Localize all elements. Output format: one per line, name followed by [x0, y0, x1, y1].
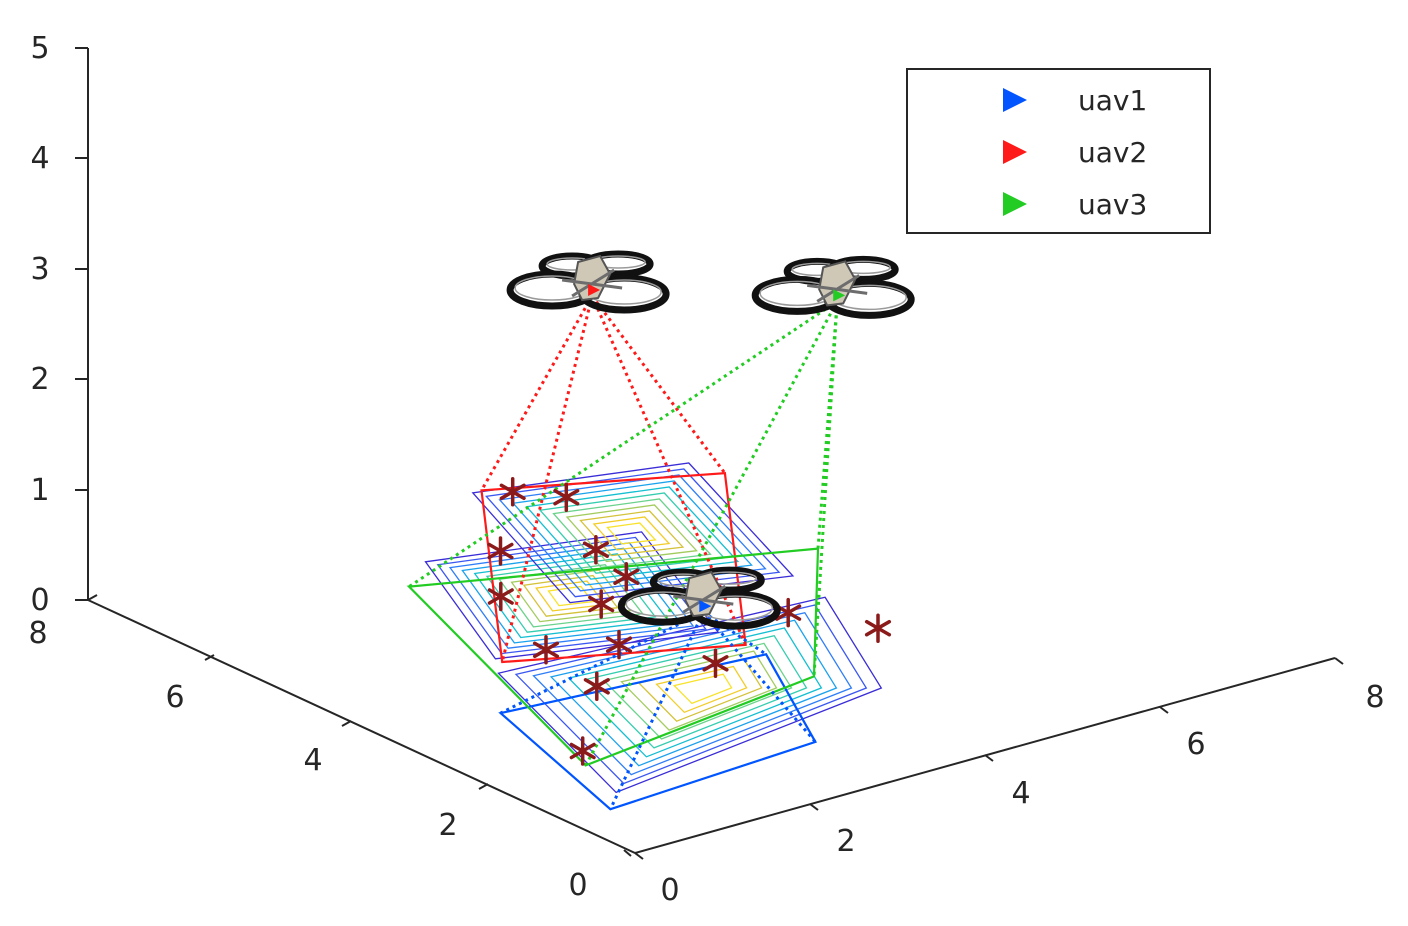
- z-tick-label: 2: [30, 362, 49, 397]
- x-tick-label: 2: [836, 824, 855, 859]
- coverage-contours: [424, 462, 883, 794]
- legend: uav1 uav2 uav3: [906, 68, 1211, 234]
- contour-ring: [655, 665, 748, 714]
- target-asterisk: [583, 671, 610, 702]
- uav-marker-uav2: [588, 284, 601, 296]
- view-ray-uav1: [702, 610, 767, 656]
- y-tick-label: 6: [165, 680, 184, 715]
- x-tick-label: 0: [660, 873, 679, 908]
- contour-ring: [602, 642, 793, 740]
- x-tick-label: 6: [1186, 727, 1205, 762]
- view-ray-uav3: [408, 300, 839, 588]
- x-tick-label: 8: [1365, 680, 1384, 715]
- contour-ring: [514, 604, 868, 785]
- target-asterisk: [775, 597, 802, 628]
- x-tick-label: 4: [1011, 776, 1030, 811]
- legend-marker-uav3: [1003, 192, 1027, 216]
- contour-ring: [620, 650, 778, 731]
- y-tick-label: 2: [438, 808, 457, 843]
- z-tick-label: 3: [30, 252, 49, 287]
- y-axis-line: [87, 599, 636, 854]
- view-ray-uav2: [480, 295, 594, 492]
- target-markers: [487, 477, 892, 766]
- contour-ring: [552, 498, 712, 569]
- legend-label-uav3: uav3: [1078, 188, 1147, 221]
- contour-ring: [565, 504, 698, 563]
- target-asterisk: [532, 635, 560, 665]
- contour-ring: [498, 564, 644, 628]
- target-asterisk: [487, 581, 514, 612]
- target-asterisk: [613, 561, 640, 592]
- y-tick-label: 4: [303, 743, 322, 778]
- target-asterisk: [864, 613, 892, 643]
- target-asterisk: [605, 629, 633, 660]
- view-ray-uav1: [609, 611, 705, 810]
- target-asterisk: [569, 736, 596, 766]
- legend-marker-uav1: [1003, 88, 1027, 112]
- z-tick-label: 4: [30, 141, 49, 176]
- drone-uav3: [751, 255, 915, 319]
- contour-ring: [672, 673, 733, 705]
- contour-ring: [567, 627, 823, 758]
- target-asterisk: [499, 477, 526, 507]
- legend-box: [906, 68, 1211, 234]
- y-axis-tick-labels: 0 2 4 6 8: [28, 616, 587, 903]
- view-ray-uav1: [499, 610, 704, 715]
- view-ray-uav1: [702, 611, 817, 743]
- contour-ring: [522, 574, 619, 617]
- contour-ring: [497, 596, 883, 794]
- contour-ring: [532, 611, 853, 776]
- uav-drones: [506, 250, 915, 630]
- view-ray-uav2: [500, 295, 594, 663]
- contour-ring: [436, 536, 707, 655]
- uav-marker-uav1: [699, 600, 712, 613]
- contour-ring: [606, 522, 657, 545]
- footprint-uav1: [498, 653, 818, 811]
- drone-uav1: [617, 566, 781, 630]
- contour-ring: [585, 634, 808, 749]
- contour-ring: [538, 492, 726, 574]
- legend-marker-uav2: [1003, 140, 1027, 164]
- z-tick-label: 1: [30, 473, 49, 508]
- axis-ticks: [75, 47, 1344, 860]
- legend-entry-uav2: uav2: [1003, 136, 1147, 169]
- y-tick-label: 0: [568, 868, 587, 903]
- contour-ring: [473, 553, 670, 639]
- legend-entry-uav1: uav1: [1003, 84, 1147, 117]
- drone-uav2: [506, 250, 670, 314]
- legend-label-uav2: uav2: [1078, 136, 1147, 169]
- camera-view-rays: [408, 295, 839, 810]
- contour-ring: [424, 531, 720, 660]
- view-ray-uav2: [590, 295, 727, 475]
- contour-ring: [547, 585, 594, 607]
- x-axis-tick-labels: 0 2 4 6 8: [660, 680, 1384, 908]
- contour-ring: [535, 580, 607, 612]
- target-asterisk: [582, 534, 609, 565]
- contour-ring: [461, 547, 682, 644]
- target-asterisk: [588, 589, 615, 619]
- z-tick-label: 5: [30, 31, 49, 66]
- target-asterisk: [487, 536, 514, 566]
- contour-ring: [592, 516, 671, 551]
- legend-label-uav1: uav1: [1078, 84, 1147, 117]
- contour-ring: [549, 619, 838, 767]
- footprint-uav2: [480, 472, 747, 664]
- contour-ring: [579, 510, 685, 557]
- target-asterisk: [553, 482, 580, 512]
- view-ray-uav3: [816, 301, 839, 549]
- y-tick-label: 8: [28, 616, 47, 651]
- z-tick-label: 0: [30, 583, 49, 618]
- uav-marker-uav3: [833, 289, 846, 302]
- z-axis-tick-labels: 0 1 2 3 4 5: [30, 31, 49, 618]
- coverage-region-west: [497, 596, 883, 794]
- contour-ring: [525, 486, 740, 580]
- legend-entry-uav3: uav3: [1003, 188, 1147, 221]
- target-asterisk: [702, 648, 729, 679]
